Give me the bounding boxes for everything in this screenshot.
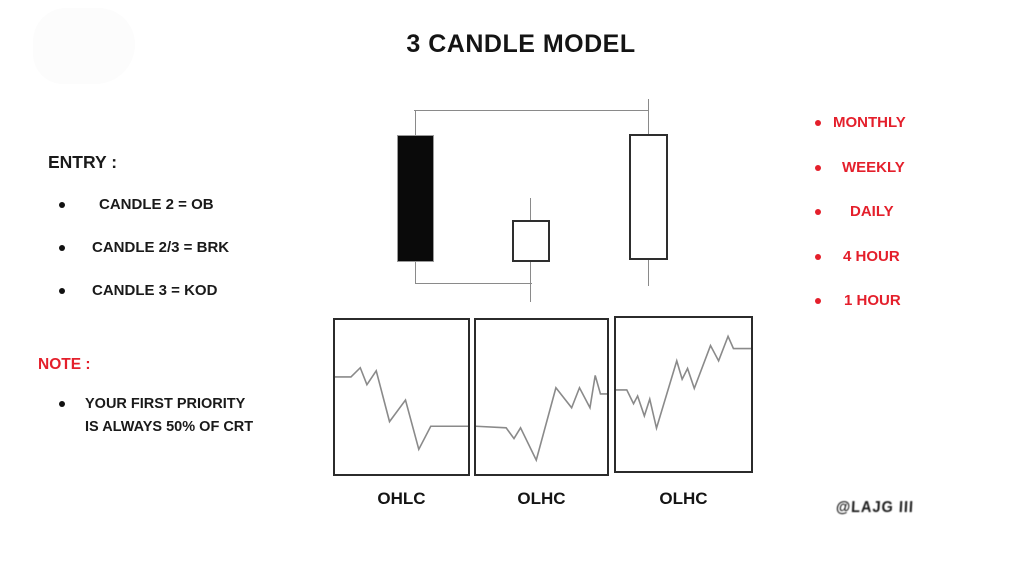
note-text: YOUR FIRST PRIORITY IS ALWAYS 50% OF CRT: [85, 393, 253, 438]
bullet-dot: [815, 297, 821, 304]
bullet-dot: [815, 253, 821, 260]
sketch-chart-olhc-2: [614, 316, 753, 473]
timeframe-item-daily: DAILY: [815, 203, 894, 220]
sketch-chart-ohlc: [333, 318, 470, 476]
candle-2-bottom-wick: [530, 261, 532, 302]
candle-3-body: [629, 134, 668, 260]
timeframe-item-1hour: 1 HOUR: [815, 292, 901, 309]
chart-label-ohlc: OHLC: [377, 489, 426, 508]
top-connector-line: [414, 110, 649, 112]
candle-1-body: [397, 135, 434, 262]
candle-3-top-wick: [648, 99, 650, 135]
note-line-1: YOUR FIRST PRIORITY: [85, 396, 246, 412]
timeframe-item-4hour: 4 HOUR: [815, 248, 900, 265]
candle-1-bottom-wick: [415, 262, 417, 283]
watermark-text: @LAJG III: [835, 499, 915, 517]
bottom-connector-line: [415, 283, 532, 285]
timeframe-label: DAILY: [850, 203, 894, 220]
bullet-dot: [59, 201, 65, 208]
entry-item-1: CANDLE 2 = OB: [59, 196, 214, 213]
entry-item-2: CANDLE 2/3 = BRK: [59, 239, 229, 256]
note-item: YOUR FIRST PRIORITY IS ALWAYS 50% OF CRT: [59, 393, 253, 438]
timeframe-label: MONTHLY: [833, 114, 906, 131]
timeframe-label: 4 HOUR: [843, 248, 900, 265]
entry-item-label: CANDLE 2/3 = BRK: [92, 239, 230, 256]
chart-label-olhc-2: OLHC: [659, 489, 708, 508]
bullet-dot: [59, 244, 65, 251]
entry-heading: ENTRY :: [48, 152, 118, 172]
entry-item-label: CANDLE 2 = OB: [99, 196, 214, 213]
bullet-dot: [815, 208, 821, 215]
note-heading: NOTE :: [38, 356, 91, 373]
bullet-dot: [815, 119, 821, 126]
timeframe-item-weekly: WEEKLY: [815, 159, 905, 176]
candle-3-bottom-wick: [648, 259, 650, 286]
sketch-line-svg: [476, 320, 607, 474]
entry-item-3: CANDLE 3 = KOD: [59, 282, 217, 299]
timeframe-item-monthly: MONTHLY: [815, 114, 906, 131]
sketch-line-svg: [616, 318, 751, 471]
sketch-chart-olhc-1: [474, 318, 609, 476]
sketch-line-svg: [335, 320, 468, 474]
chart-label-olhc-1: OLHC: [517, 489, 566, 508]
page-title: 3 CANDLE MODEL: [406, 30, 636, 58]
timeframe-label: WEEKLY: [842, 159, 905, 176]
candle-2-body: [512, 220, 550, 262]
entry-item-label: CANDLE 3 = KOD: [92, 282, 218, 299]
bullet-dot: [59, 287, 65, 294]
candle-2-top-wick: [530, 198, 532, 222]
bullet-dot: [59, 401, 65, 407]
bullet-dot: [815, 164, 821, 171]
faint-logo: [33, 8, 135, 84]
note-line-2: IS ALWAYS 50% OF CRT: [85, 418, 254, 435]
candle-1-top-wick: [415, 110, 417, 135]
timeframe-label: 1 HOUR: [844, 292, 901, 309]
watermark-card: @LAJG III: [800, 478, 1014, 536]
